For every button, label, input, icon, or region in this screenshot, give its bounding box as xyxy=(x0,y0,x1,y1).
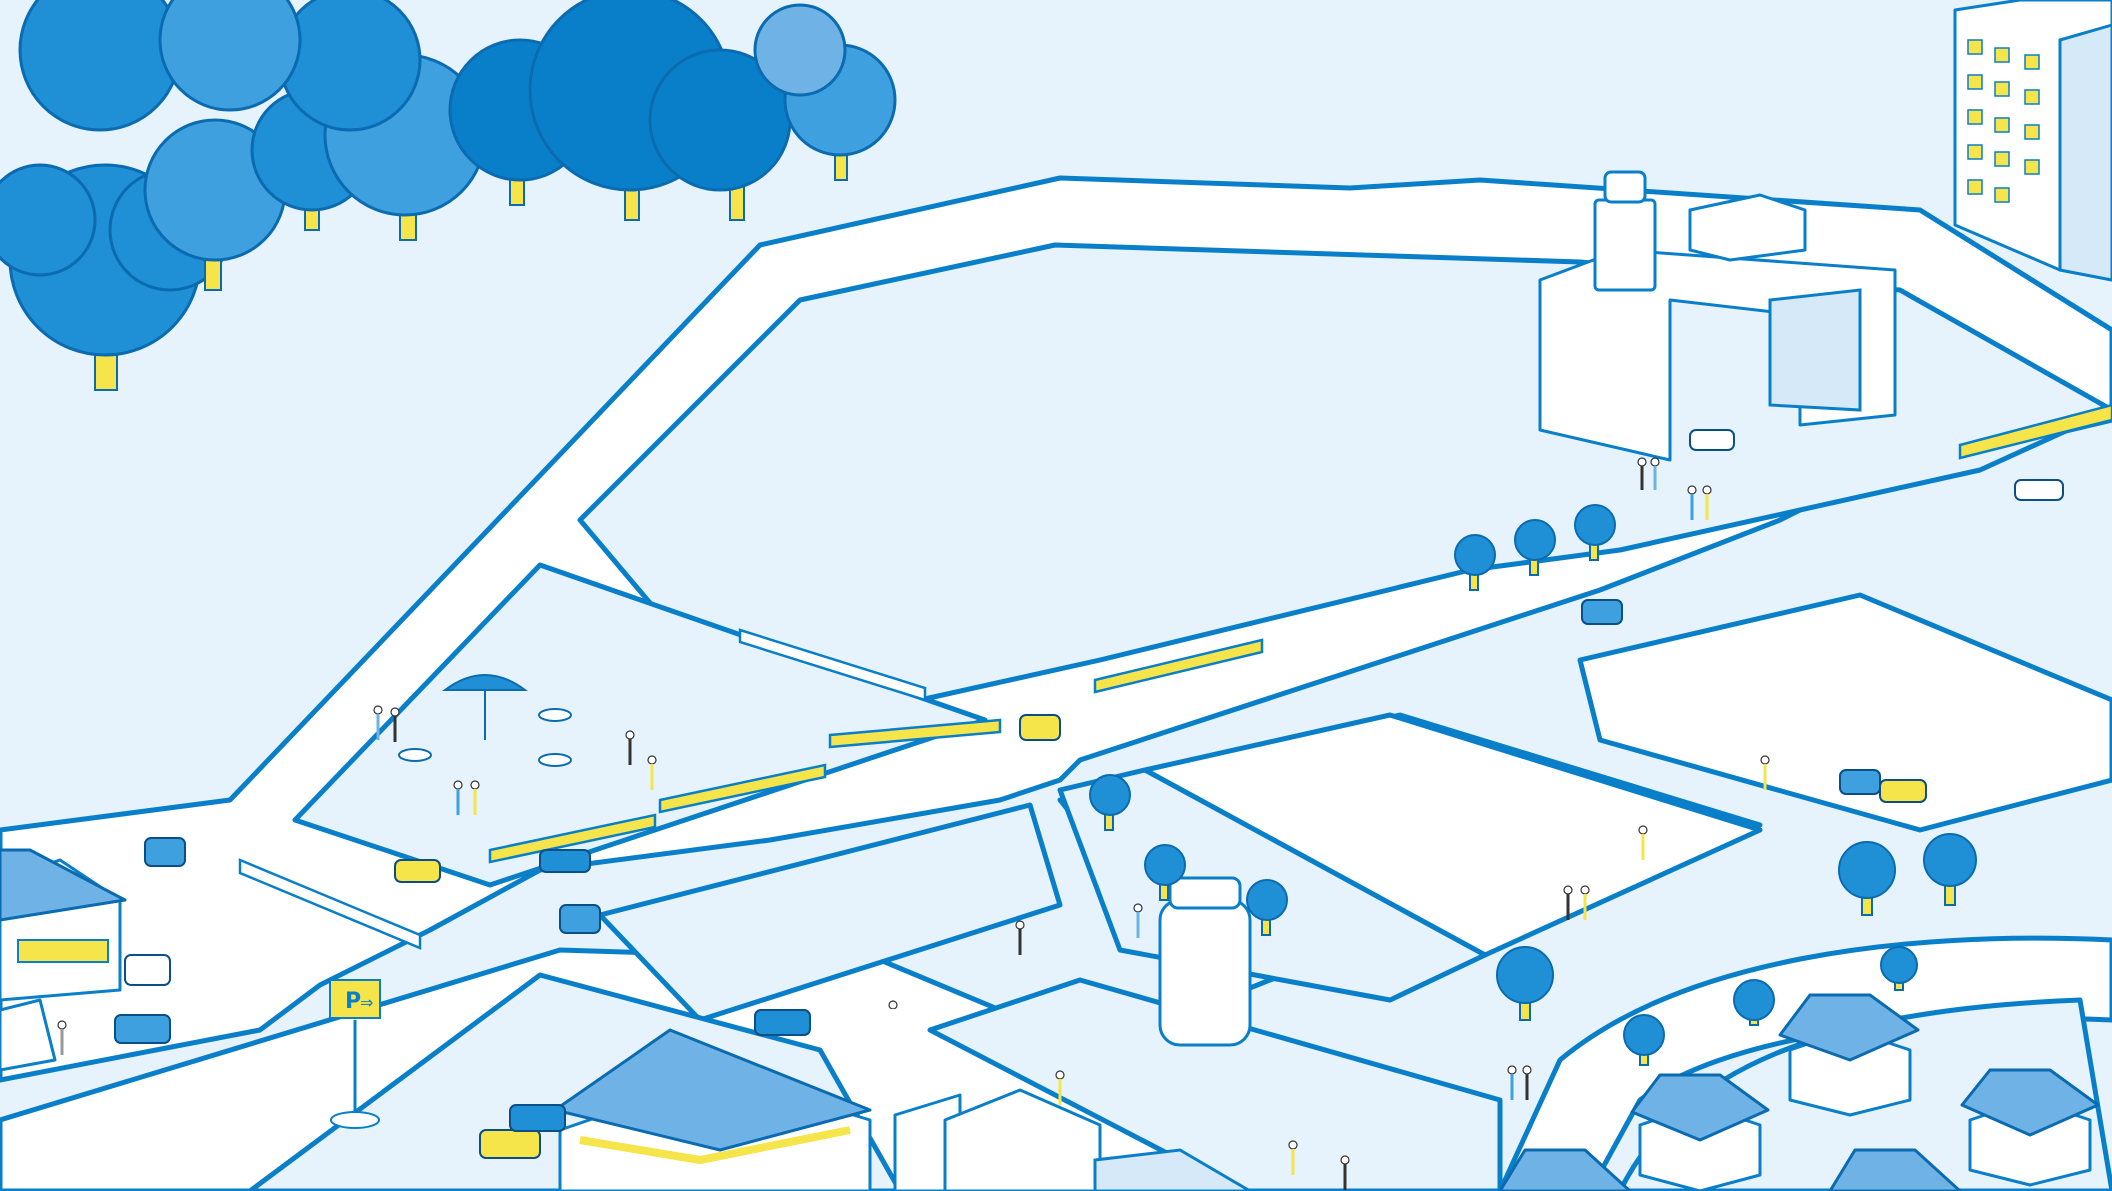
tree xyxy=(753,3,897,181)
left-house xyxy=(0,848,127,1072)
tree xyxy=(1144,844,1186,901)
tree xyxy=(278,0,487,241)
parking-sign-arrow: ⇒ xyxy=(360,993,373,1012)
cafe-patio xyxy=(398,674,572,767)
parking-sign: P ⇒ xyxy=(329,979,381,1129)
house xyxy=(1828,1148,1962,1191)
car xyxy=(539,849,591,873)
lot-east xyxy=(1577,592,2112,833)
tree xyxy=(1733,979,1775,1026)
car xyxy=(124,954,171,986)
house xyxy=(1498,1148,1632,1191)
parking-sign-letter: P xyxy=(345,989,361,1014)
tree xyxy=(1089,774,1131,831)
guard-rails xyxy=(238,403,2112,950)
car xyxy=(754,1009,811,1036)
tree xyxy=(1838,841,1896,916)
car xyxy=(394,859,441,883)
tree xyxy=(1623,1014,1665,1066)
car xyxy=(1839,769,1881,795)
bottom-buildings xyxy=(893,1088,1253,1191)
residential-road xyxy=(1497,935,2112,1191)
tree xyxy=(1514,519,1556,576)
car xyxy=(509,1104,566,1132)
apartment-windows xyxy=(1967,39,2040,203)
car xyxy=(479,1129,541,1159)
car xyxy=(1689,429,1735,451)
car xyxy=(1581,599,1623,625)
tree xyxy=(1496,946,1554,1021)
small-trees xyxy=(1089,504,1977,1066)
tree xyxy=(1454,534,1496,591)
tree xyxy=(18,0,302,132)
tree xyxy=(1880,946,1918,991)
tree xyxy=(1246,879,1288,936)
tree xyxy=(648,48,792,221)
people xyxy=(57,457,1770,1190)
house xyxy=(1778,993,1920,1117)
car xyxy=(144,837,186,867)
forest xyxy=(0,0,897,391)
apartment-building xyxy=(1953,0,2112,282)
house xyxy=(1630,1073,1770,1191)
car xyxy=(2014,479,2064,501)
car xyxy=(559,904,601,934)
tree xyxy=(1574,504,1616,561)
convenience-store xyxy=(553,1028,872,1191)
gate-building xyxy=(1538,170,1897,462)
storage-tank xyxy=(1158,876,1252,1047)
car xyxy=(1019,714,1061,741)
cars xyxy=(114,429,2064,1159)
tree xyxy=(143,118,287,291)
car xyxy=(114,1014,171,1044)
tree xyxy=(1923,833,1977,906)
house xyxy=(1960,1068,2100,1187)
block-central-south xyxy=(597,802,1063,1023)
car xyxy=(1879,779,1927,803)
